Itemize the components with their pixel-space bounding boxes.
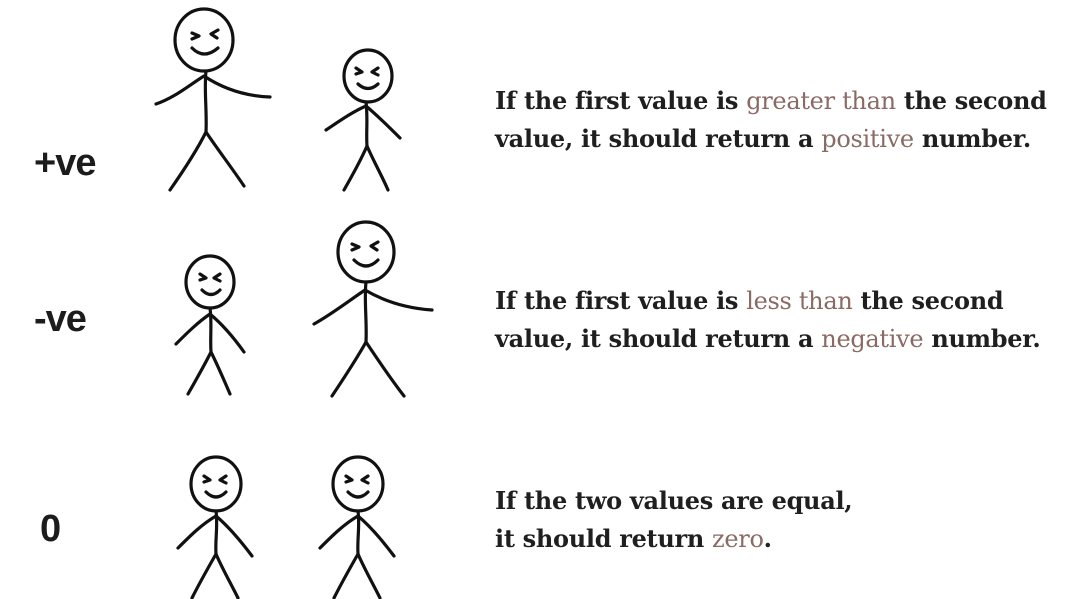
figure-head <box>344 50 392 102</box>
stick-figure-right <box>320 457 394 598</box>
figure-legs <box>170 132 244 190</box>
description-positive: If the first value is greater than the s… <box>495 82 1047 158</box>
description-negative: If the first value is less than the seco… <box>495 282 1040 358</box>
figure-head <box>191 457 241 511</box>
figure-face <box>200 274 220 295</box>
description-line-2: it should return zero. <box>495 520 852 558</box>
sign-label-positive: +ve <box>34 142 95 185</box>
short-stick-figure <box>326 50 400 190</box>
figure-face <box>356 68 378 89</box>
description-line-2: value, it should return a negative numbe… <box>495 320 1040 358</box>
figure-head <box>338 222 394 282</box>
description-line-2: value, it should return a positive numbe… <box>495 120 1047 158</box>
highlight-term: greater than <box>746 87 896 115</box>
comparison-row-zero: 0 If the two values are equal, it should… <box>0 400 1082 599</box>
figure-arms <box>326 106 400 138</box>
figure-legs <box>344 146 388 190</box>
stick-figures-positive <box>140 0 440 200</box>
description-line-1: If the first value is less than the seco… <box>495 282 1040 320</box>
figure-face <box>204 476 226 497</box>
figure-legs <box>334 554 380 598</box>
stick-figures-negative <box>160 200 460 400</box>
sign-label-zero: 0 <box>40 508 60 551</box>
figure-legs <box>192 554 238 598</box>
highlight-term: negative <box>821 325 923 353</box>
short-stick-figure <box>176 256 244 394</box>
stick-figures-zero <box>160 400 460 599</box>
sign-label-negative: -ve <box>34 298 86 341</box>
figure-face <box>352 242 378 266</box>
figure-head <box>186 256 234 308</box>
tall-stick-figure <box>156 9 270 190</box>
figure-legs <box>332 342 404 396</box>
description-line-1: If the two values are equal, <box>495 482 852 520</box>
figure-head <box>175 9 233 71</box>
description-zero: If the two values are equal, it should r… <box>495 482 852 558</box>
figure-body <box>205 71 206 132</box>
description-line-1: If the first value is greater than the s… <box>495 82 1047 120</box>
figure-arms <box>156 76 270 104</box>
tall-stick-figure <box>314 222 432 396</box>
figure-face <box>192 30 218 54</box>
stick-figure-left <box>178 457 252 598</box>
highlight-term: less than <box>746 287 852 315</box>
highlight-term: positive <box>821 125 914 153</box>
figure-head <box>333 457 383 511</box>
comparison-row-negative: -ve If the first value is less than the … <box>0 200 1082 400</box>
highlight-term: zero <box>712 525 764 553</box>
comparison-row-positive: +ve If the first value is greater than t… <box>0 0 1082 200</box>
figure-legs <box>188 352 230 394</box>
figure-face <box>346 476 368 497</box>
figure-arms <box>314 290 432 324</box>
